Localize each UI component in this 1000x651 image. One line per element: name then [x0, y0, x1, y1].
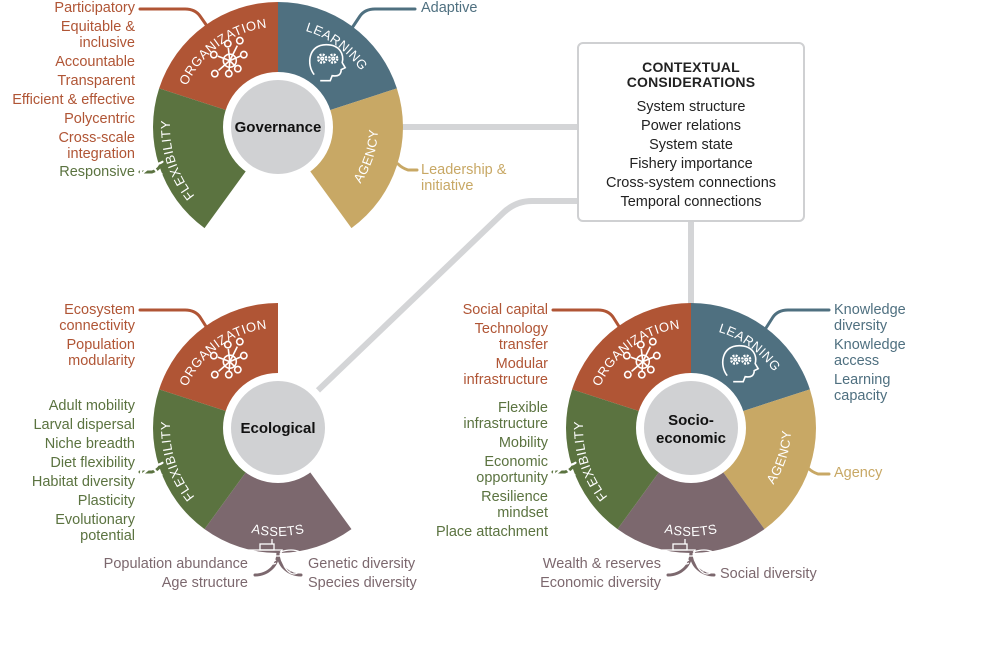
attribute: Accountable — [55, 54, 135, 70]
socioeconomic-organization-leader — [551, 308, 622, 330]
ecological-center-circle — [231, 381, 325, 475]
arrows-multidirection-icon — [139, 457, 164, 482]
attribute: Age structure — [161, 575, 248, 591]
segment-label: ASSETS — [250, 521, 305, 539]
attribute: Resilience mindset — [481, 489, 548, 521]
ecological-title: Ecological — [240, 420, 315, 437]
contextual-items: System structure Power relations System … — [579, 98, 803, 212]
assets-wedge — [204, 428, 352, 553]
attribute: Responsive — [59, 164, 135, 180]
head-gears-icon — [308, 43, 347, 82]
attribute: Adaptive — [421, 0, 478, 16]
socioeconomic-flexibility-attributes: Flexible infrastructure Mobility Economi… — [418, 400, 548, 543]
attribute: Economic opportunity — [476, 454, 548, 486]
socioeconomic-assets-attributes-left: Wealth & reserves Economic diversity — [540, 556, 661, 594]
contextual-title-line1: CONTEXTUAL — [642, 59, 740, 75]
contextual-item: System structure — [636, 99, 746, 115]
socioeconomic-learning-leader — [764, 308, 831, 330]
attribute: Participatory — [54, 0, 135, 16]
attribute: Larval dispersal — [33, 417, 135, 433]
attribute: Evolutionary potential — [55, 512, 135, 544]
attribute: Efficient & effective — [12, 92, 135, 108]
ecological-flexibility-attributes: Adult mobility Larval dispersal Niche br… — [32, 398, 135, 547]
socioeconomic-learning-attributes: Knowledge diversity Knowledge access Lea… — [834, 302, 924, 407]
ecological-assets-attributes-left: Population abundance Age structure — [104, 556, 248, 594]
governance-agency-leader — [396, 162, 419, 172]
attribute: Learning capacity — [834, 372, 891, 404]
assets-wedge — [617, 428, 765, 554]
socioeconomic-agency-leader — [806, 466, 831, 476]
ecological-assets-attributes-right: Genetic diversity Species diversity — [308, 556, 417, 594]
attribute: Plasticity — [77, 493, 135, 509]
contextual-item: System state — [649, 137, 733, 153]
segment-label: ASSETS — [663, 521, 718, 539]
attribute: Leadership & initiative — [421, 162, 507, 194]
attribute: Cross-scale integration — [58, 130, 135, 162]
governance-flexibility-attributes: Responsive — [59, 164, 135, 183]
governance-learning-leader — [350, 7, 417, 30]
attribute: Polycentric — [64, 111, 135, 127]
attribute: Population modularity — [66, 337, 135, 369]
attribute: Transparent — [57, 73, 135, 89]
attribute: Niche breadth — [44, 436, 135, 452]
attribute: Population abundance — [103, 556, 248, 572]
socioeconomic-agency-attributes: Agency — [834, 465, 882, 484]
attribute: Flexible infrastructure — [463, 400, 548, 432]
socioeconomic-title-line1: Socio- — [668, 412, 714, 429]
governance-agency-attributes: Leadership & initiative — [421, 162, 521, 197]
attribute: Adult mobility — [48, 398, 135, 414]
person-arms-raised-icon — [416, 155, 441, 196]
attribute: Mobility — [498, 435, 548, 451]
governance-title: Governance — [235, 119, 322, 136]
contextual-title-line2: CONSIDERATIONS — [626, 74, 756, 90]
attribute: Ecosystem connectivity — [59, 302, 135, 334]
arrows-multidirection-icon — [552, 457, 577, 482]
contextual-item: Power relations — [641, 118, 741, 134]
network-icon — [622, 337, 661, 379]
contextual-item: Cross-system connections — [605, 175, 777, 191]
contextual-considerations-box: CONTEXTUAL CONSIDERATIONS System structu… — [577, 42, 805, 222]
attribute: Genetic diversity — [308, 556, 416, 572]
person-arms-raised-icon — [829, 456, 854, 497]
governance-organization-attributes: Participatory Equitable & inclusive Acco… — [12, 0, 135, 165]
socioeconomic-assets-segment: ASSETS — [617, 428, 765, 575]
attribute: Social diversity — [720, 566, 817, 582]
boat-and-net-icon — [248, 539, 307, 575]
attribute: Agency — [834, 465, 883, 481]
governance-learning-attributes: Adaptive — [421, 0, 477, 19]
governance-center-circle — [231, 80, 325, 174]
attribute: Place attachment — [435, 524, 548, 540]
contextual-title: CONTEXTUAL CONSIDERATIONS — [579, 60, 803, 90]
attribute: Diet flexibility — [50, 455, 135, 471]
arrows-multidirection-icon — [139, 156, 164, 181]
attribute: Knowledge diversity — [834, 302, 906, 334]
socioeconomic-center-circle — [644, 381, 738, 475]
ecological-organization-attributes: Ecosystem connectivity Population modula… — [15, 302, 135, 372]
socioeconomic-assets-attributes-right: Social diversity — [720, 566, 817, 585]
attribute: Technology transfer — [474, 321, 548, 353]
attribute: Economic diversity — [540, 575, 661, 591]
boat-and-net-icon — [661, 539, 720, 575]
attribute: Habitat diversity — [31, 474, 135, 490]
socioeconomic-title-line2: economic — [656, 430, 726, 447]
network-icon — [209, 337, 248, 379]
governance-organization-leader — [138, 7, 209, 28]
attribute: Equitable & inclusive — [60, 19, 135, 51]
attribute: Wealth & reserves — [542, 556, 661, 572]
attribute: Social capital — [462, 302, 548, 318]
ecological-assets-segment: ASSETS — [204, 428, 352, 575]
ecological-connector — [307, 198, 578, 401]
attribute: Modular infrastructure — [463, 356, 548, 388]
head-gears-icon — [721, 344, 760, 383]
socioeconomic-organization-attributes: Social capital Technology transfer Modul… — [428, 302, 548, 391]
attribute: Knowledge access — [834, 337, 906, 369]
attribute: Species diversity — [308, 575, 417, 591]
contextual-item: Temporal connections — [620, 194, 762, 210]
network-icon — [209, 36, 248, 78]
contextual-item: Fishery importance — [629, 156, 753, 172]
ecological-organization-leader — [138, 308, 209, 330]
